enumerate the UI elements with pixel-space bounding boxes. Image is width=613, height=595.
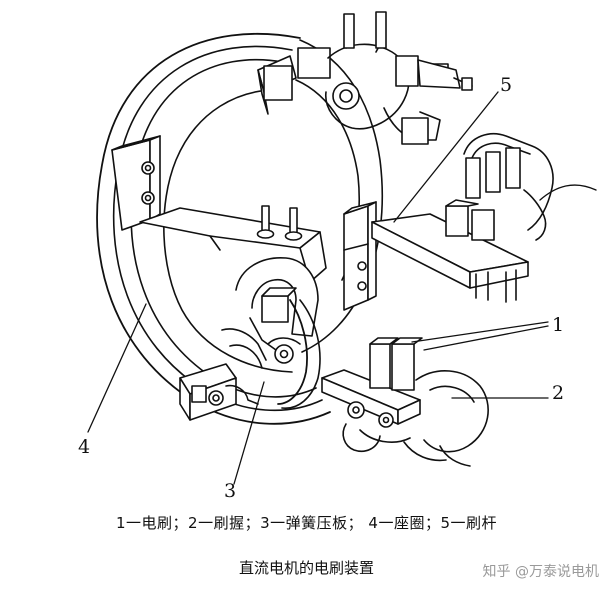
leader-lines xyxy=(87,91,549,485)
lower-right-brush-holder xyxy=(321,337,489,467)
top-brush-holder xyxy=(257,11,473,145)
callout-4: 4 xyxy=(78,436,91,458)
parts-legend: 1一电刷；2一刷握；3一弹簧压板； 4一座圈；5一刷杆 xyxy=(116,514,497,532)
figure-caption: 直流电机的电刷装置 xyxy=(238,559,374,577)
leader-1b xyxy=(423,325,549,351)
lower-left-clamp xyxy=(179,363,259,421)
leader-1a xyxy=(411,321,549,343)
right-brush-holder xyxy=(445,132,597,303)
callout-5: 5 xyxy=(500,74,513,96)
watermark: 知乎 @万泰说电机 xyxy=(482,564,599,580)
center-brush-holder xyxy=(221,257,321,409)
support-post xyxy=(343,201,377,311)
brush-gear-illustration xyxy=(87,11,597,485)
seat-ring xyxy=(96,32,384,425)
callout-3: 3 xyxy=(224,480,237,502)
leader-4 xyxy=(87,303,147,433)
callout-1: 1 xyxy=(552,314,565,336)
plate-studs xyxy=(256,205,303,241)
leader-5 xyxy=(393,91,499,223)
leader-3 xyxy=(233,381,265,485)
brush-rod xyxy=(371,213,529,289)
callout-2: 2 xyxy=(552,382,565,404)
